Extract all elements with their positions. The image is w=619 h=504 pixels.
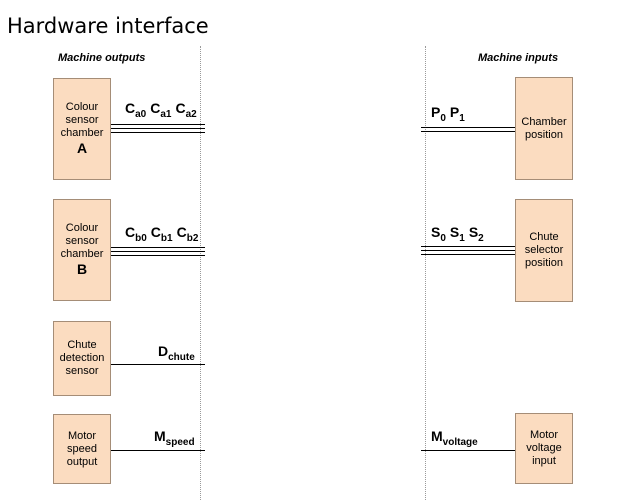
- signal-base: M: [154, 428, 166, 444]
- box-label-line: position: [525, 257, 563, 269]
- box-label-line: Motor: [529, 429, 559, 441]
- box-label-line: sensor: [65, 365, 99, 377]
- signal-wire: [421, 131, 515, 132]
- chute-detection-sensor-box: Chute detection sensor: [53, 321, 111, 396]
- signal-base: C: [176, 224, 187, 240]
- signal-subscript: a0: [135, 109, 147, 120]
- signal-base: D: [158, 343, 169, 359]
- box-label-line: chamber: [60, 127, 104, 139]
- signal-wire: [111, 364, 205, 365]
- signal-subscript: 0: [440, 233, 446, 244]
- box-label-letter: B: [76, 261, 88, 277]
- signal-wire: [111, 450, 205, 451]
- signal-base: C: [175, 100, 186, 116]
- motor-speed-output-box: Motor speed output: [53, 414, 111, 484]
- signal-wire: [421, 450, 515, 451]
- box-label-line: output: [66, 455, 98, 468]
- signal-base: P: [431, 104, 441, 120]
- box-label-line: selector: [524, 244, 564, 256]
- box-label-letter: A: [76, 140, 88, 156]
- box-label-line: Motor: [67, 429, 97, 442]
- box-label-line: sensor: [65, 235, 99, 247]
- box-label-line: Chute: [529, 231, 559, 243]
- signal-m-speed: Mspeed: [154, 428, 195, 448]
- signal-wire: [111, 251, 205, 252]
- box-label-line: voltage: [526, 442, 562, 454]
- box-label-line: detection: [59, 352, 105, 364]
- chute-selector-position-box: Chute selector position: [515, 199, 573, 302]
- signal-d-chute: Dchute: [158, 343, 195, 363]
- signal-subscript: speed: [165, 437, 195, 448]
- signal-base: S: [449, 224, 460, 240]
- machine-inputs-header: Machine inputs: [478, 52, 559, 64]
- signal-wire: [111, 132, 205, 133]
- colour-sensor-chamber-b-box: Colour sensor chamber B: [53, 199, 111, 301]
- signal-base: C: [125, 100, 136, 116]
- box-label-line: Colour: [65, 222, 99, 234]
- chamber-position-box: Chamber position: [515, 77, 573, 180]
- signal-wire: [111, 128, 205, 129]
- signal-subscript: b1: [160, 233, 173, 244]
- box-label-line: Colour: [65, 101, 99, 113]
- signal-subscript: 0: [440, 113, 446, 124]
- signal-base: M: [431, 428, 443, 444]
- box-label-line: chamber: [60, 248, 104, 260]
- signal-wire: [111, 247, 205, 248]
- signal-subscript: chute: [168, 352, 195, 363]
- signal-wire: [111, 124, 205, 125]
- signal-base: P: [449, 104, 460, 120]
- box-label-line: Chute: [67, 339, 97, 351]
- signal-subscript: 1: [459, 113, 465, 124]
- signal-wire: [421, 246, 515, 247]
- signal-subscript: a2: [185, 109, 197, 120]
- motor-voltage-input-box: Motor voltage input: [515, 413, 573, 484]
- box-label-line: sensor: [65, 114, 99, 126]
- signal-base: C: [150, 224, 161, 240]
- signal-m-voltage: Mvoltage: [431, 428, 478, 448]
- signal-wire: [111, 255, 205, 256]
- outputs-boundary-line: [200, 46, 201, 500]
- inputs-boundary-line: [425, 46, 426, 500]
- signal-subscript: voltage: [442, 437, 478, 448]
- signal-wire: [421, 250, 515, 251]
- signal-subscript: 2: [478, 233, 484, 244]
- box-label-line: Chamber: [521, 115, 567, 128]
- page-title: Hardware interface: [7, 14, 209, 38]
- signal-subscript: b2: [186, 233, 199, 244]
- signal-base: C: [125, 224, 136, 240]
- signal-wire: [421, 254, 515, 255]
- box-label-line: speed: [67, 442, 97, 455]
- signal-subscript: a1: [160, 109, 172, 120]
- signal-wire: [421, 127, 515, 128]
- box-label-line: position: [525, 128, 563, 141]
- colour-sensor-chamber-a-box: Colour sensor chamber A: [53, 78, 111, 180]
- machine-outputs-header: Machine outputs: [58, 52, 146, 64]
- signal-base: S: [431, 224, 441, 240]
- signal-subscript: 1: [459, 233, 465, 244]
- signal-base: S: [468, 224, 479, 240]
- signal-subscript: b0: [135, 233, 147, 244]
- box-label-line: input: [532, 455, 556, 467]
- signal-base: C: [150, 100, 161, 116]
